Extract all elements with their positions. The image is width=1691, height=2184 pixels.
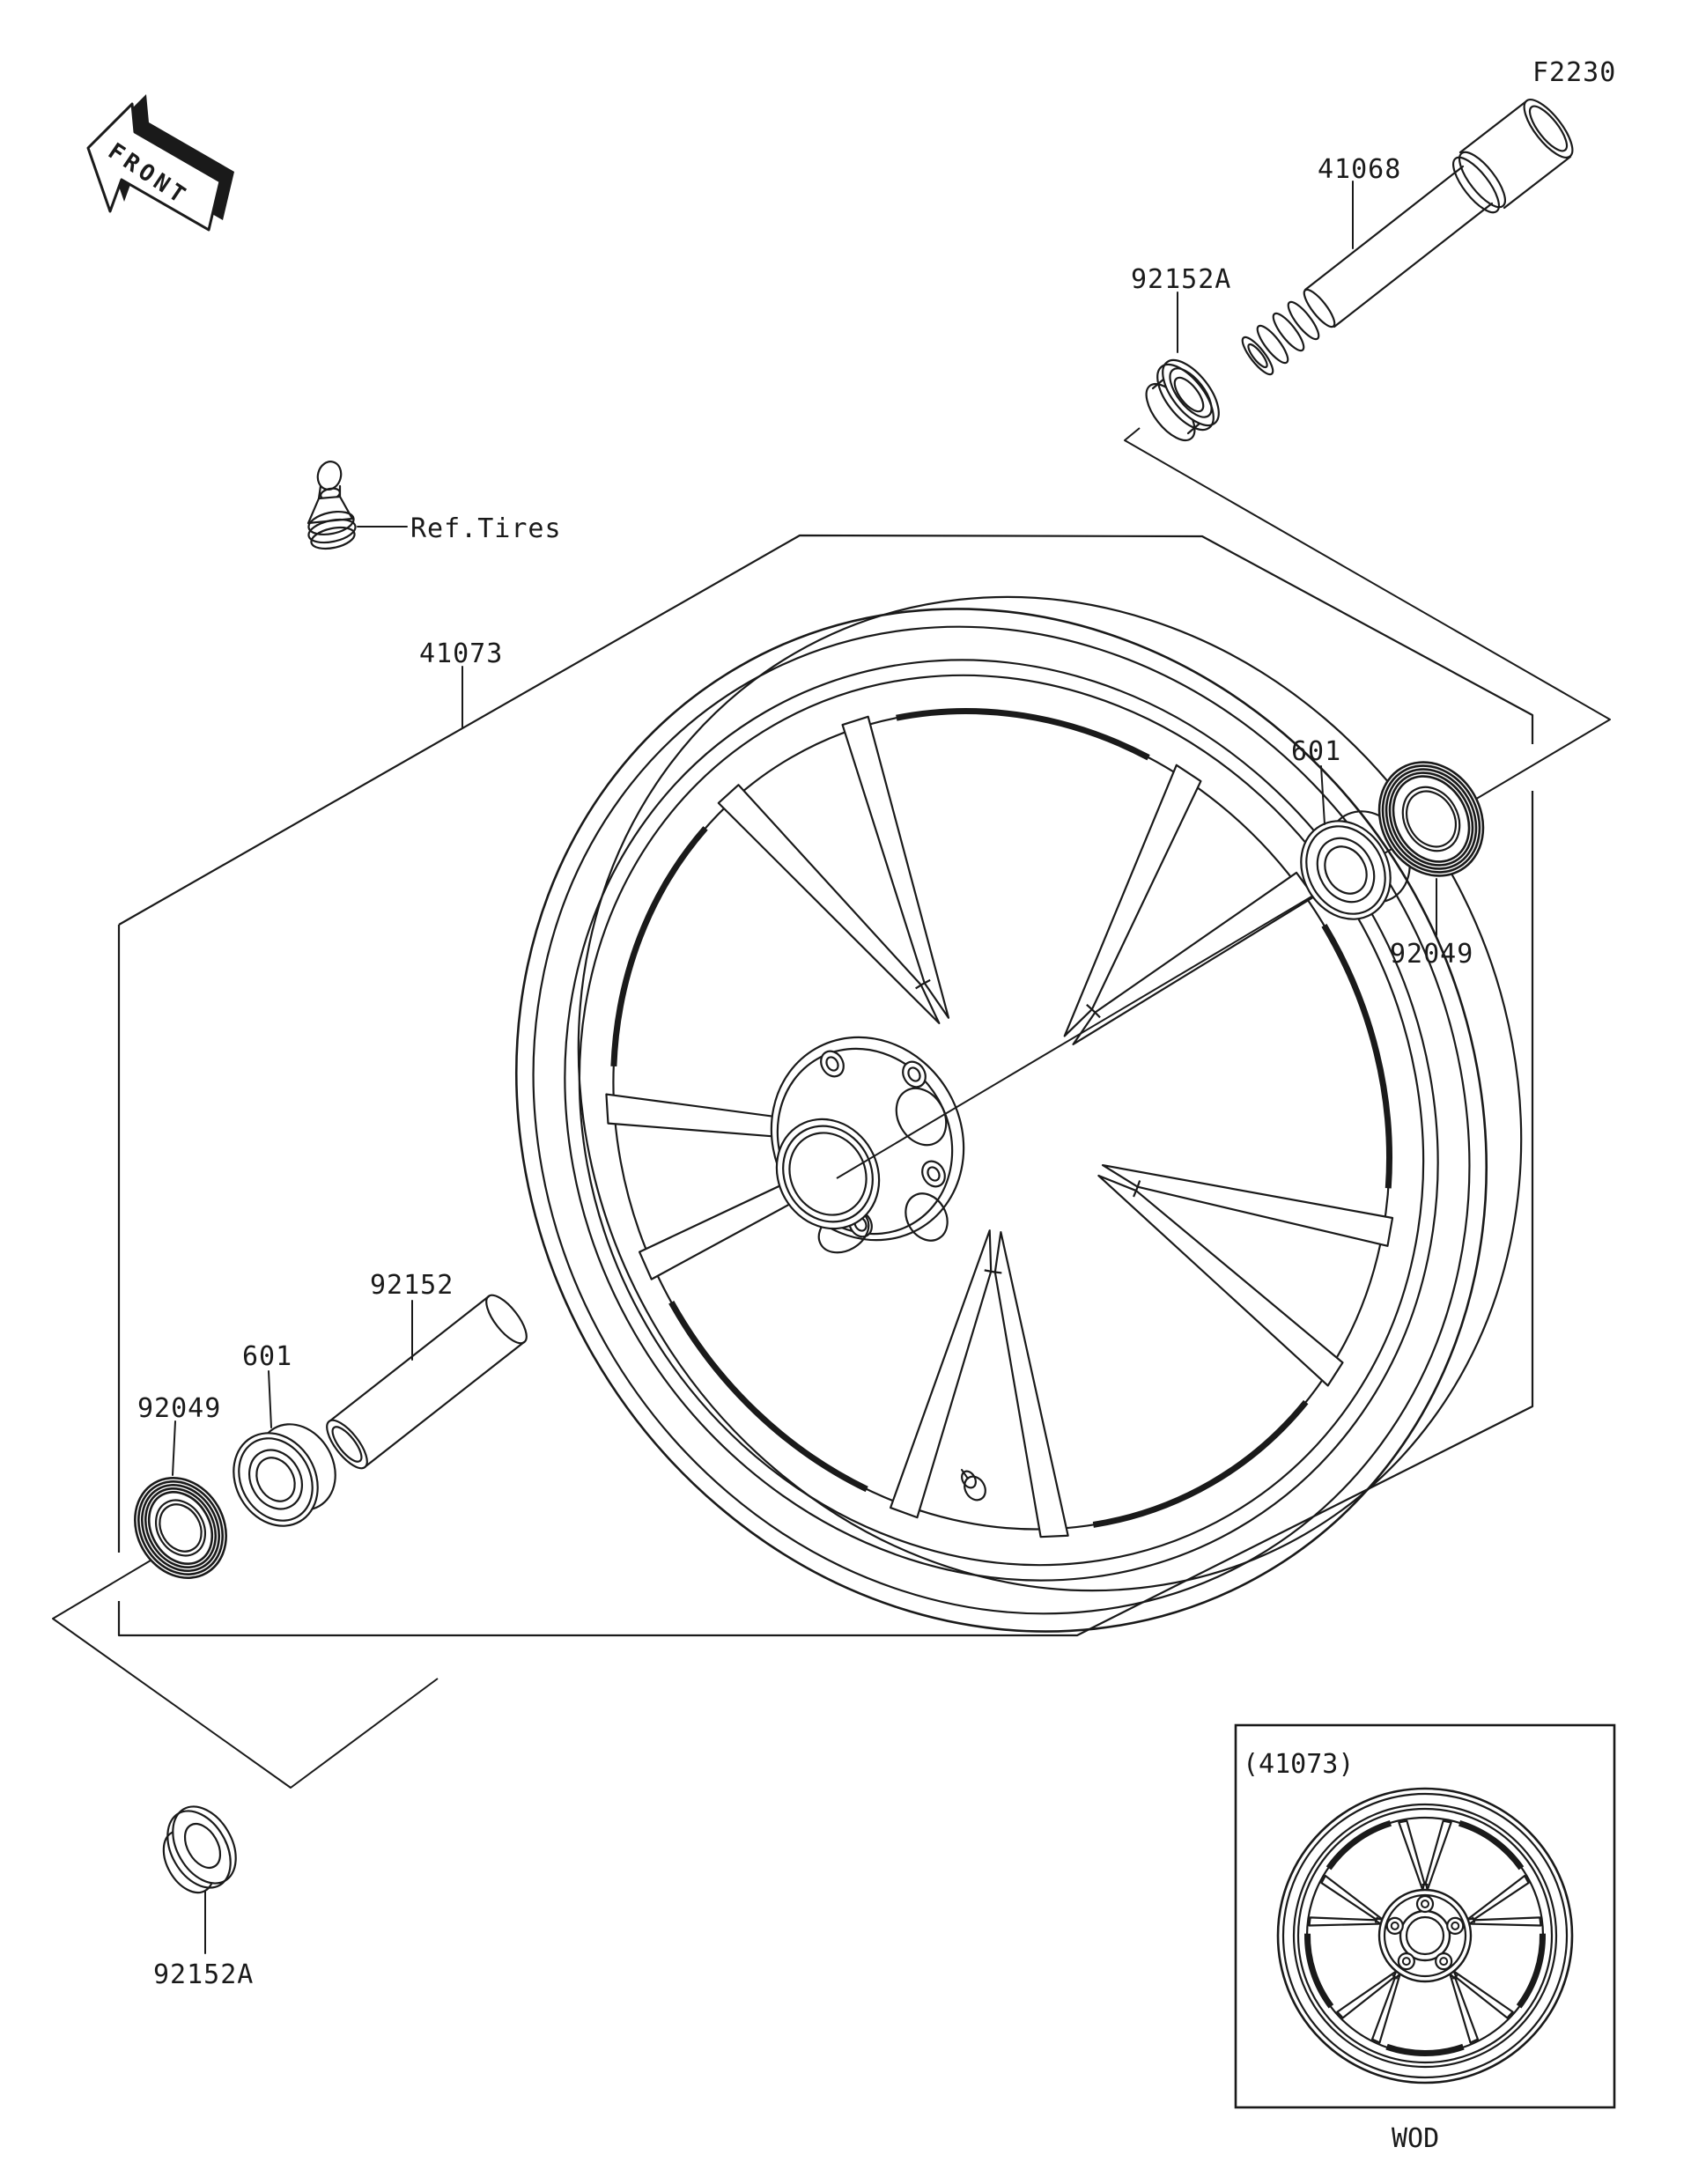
label-seal-left: 92049 xyxy=(137,1393,221,1424)
label-collar-top: 92152A xyxy=(1131,264,1231,295)
front-direction-marker: FRONT xyxy=(86,94,234,232)
front-arrow-icon xyxy=(86,102,222,232)
assembly-axis-leaders xyxy=(52,427,1611,1789)
label-leader-lines xyxy=(172,181,1437,1954)
inset-border xyxy=(1234,1723,1616,2109)
collar-92152a-top xyxy=(1145,358,1220,442)
inset-watermark: WOD xyxy=(1392,2123,1439,2154)
inset-panel: (41073) WOD xyxy=(1234,1723,1616,2154)
collar-92152a-bottom xyxy=(162,1805,237,1894)
bearing-601-left xyxy=(233,1423,336,1527)
label-bearing-right: 601 xyxy=(1291,736,1341,767)
label-ref-tires: Ref.Tires xyxy=(410,513,562,544)
seal-92049-left xyxy=(134,1477,227,1579)
axle-41068 xyxy=(1241,99,1574,376)
label-bearing-left: 601 xyxy=(242,1341,292,1372)
label-axle: 41068 xyxy=(1318,154,1401,185)
label-collar-bottom: 92152A xyxy=(153,1959,254,1990)
wheel-hub xyxy=(770,1036,965,1254)
wheel-41073 xyxy=(331,431,1672,1810)
rim-valve-boss xyxy=(961,1469,986,1502)
bearing-601-right xyxy=(1300,810,1411,920)
diagram-linework xyxy=(52,99,1672,1954)
seal-92049-right xyxy=(1377,761,1485,877)
labels-layer: F2230 41068 92152A Ref.Tires 41073 601 9… xyxy=(137,57,1616,1990)
inset-wheel-front-view xyxy=(1278,1789,1572,2083)
tire-valve xyxy=(306,461,357,550)
label-seal-right: 92049 xyxy=(1390,939,1473,970)
label-wheel: 41073 xyxy=(419,638,503,669)
label-collar-center: 92152 xyxy=(370,1270,454,1301)
inset-wheel xyxy=(1278,1789,1572,2083)
assembly-group-outline xyxy=(117,534,1534,1637)
collar-92152-center xyxy=(326,1294,528,1470)
label-page-code: F2230 xyxy=(1532,57,1616,88)
wheel-rim-and-spokes xyxy=(331,431,1672,1810)
inset-caption: (41073) xyxy=(1243,1749,1354,1780)
